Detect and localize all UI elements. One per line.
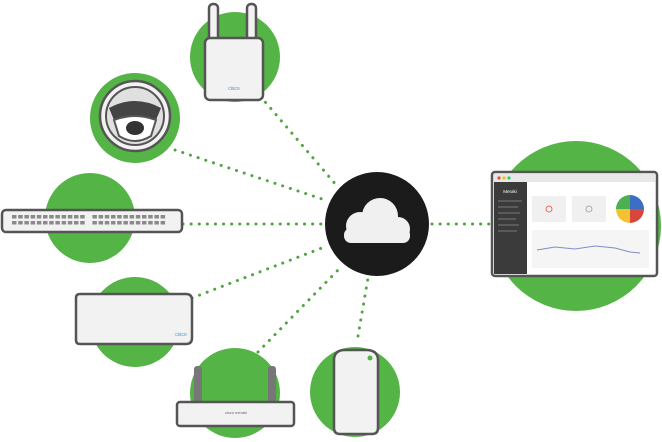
switch-port [67,221,73,225]
switch-port [92,221,97,225]
router-brand-label: cisco meraki [225,410,247,415]
switch-port [117,215,122,219]
dashboard-window-icon: Meraki [490,170,659,278]
switch-icon [0,208,184,234]
switch-port [30,221,36,225]
switch-port [30,215,36,219]
switch-port [80,221,85,225]
pie-slice [616,195,630,209]
switch-port [43,215,48,219]
switch-port [104,221,110,225]
router-icon: cisco meraki [175,366,296,428]
pie-slice [616,209,630,223]
switch-port [43,221,48,225]
switch-port [49,215,54,219]
switch-port [129,215,135,219]
cloud-icon [344,198,410,243]
switch-port [55,215,60,219]
connection-lines [173,88,494,354]
switch-port [104,215,110,219]
switch-port [12,215,17,219]
switch-port [18,215,23,219]
dashboard-brand: Meraki [503,189,517,194]
switch-port [24,215,29,219]
dome-camera-icon [98,79,172,153]
switch-port [61,221,67,225]
switch-port [98,221,104,225]
appliance-icon: cisco [74,292,194,346]
switch-port [55,221,60,225]
switch-port [74,221,79,225]
link-router [256,266,342,354]
switch-port [61,215,67,219]
switch-port [135,221,141,225]
link-camera [173,148,327,202]
switch-port [117,221,122,225]
pie-slice [630,209,644,223]
switch-port [123,215,128,219]
link-access-point [253,88,339,188]
switch-port [80,215,85,219]
switch-port [160,221,166,225]
switch-port [49,221,54,225]
appliance-brand-label: cisco [175,332,187,338]
pie-slice [630,195,644,209]
switch-port [98,215,104,219]
switch-port [111,221,116,225]
dashboard-sidebar [494,182,527,274]
access-point-icon: cisco [203,2,265,102]
dashboard-card-2 [572,196,606,222]
access-point-brand-label: cisco [228,86,240,92]
switch-port [148,221,153,225]
link-appliance [190,244,329,300]
dashboard-pie-chart [616,195,644,223]
cloud-hub [325,172,429,276]
switch-port [148,215,153,219]
switch-port [154,221,159,225]
switch-port [67,215,73,219]
switch-port [135,215,141,219]
switch-port [36,221,42,225]
switch-port [24,221,29,225]
switch-port [160,215,166,219]
switch-port [36,215,42,219]
link-sensor [356,276,370,338]
switch-port [154,215,159,219]
switch-port [142,215,147,219]
switch-port [129,221,135,225]
switch-port [12,221,17,225]
switch-port [74,215,79,219]
switch-port [142,221,147,225]
dashboard-trend-line [536,245,641,254]
dashboard-line-panel [532,230,649,268]
switch-port [123,221,128,225]
switch-port [18,221,23,225]
sensor-icon [332,348,380,436]
switch-port [92,215,97,219]
dashboard-card-1 [532,196,566,222]
switch-port [111,215,116,219]
